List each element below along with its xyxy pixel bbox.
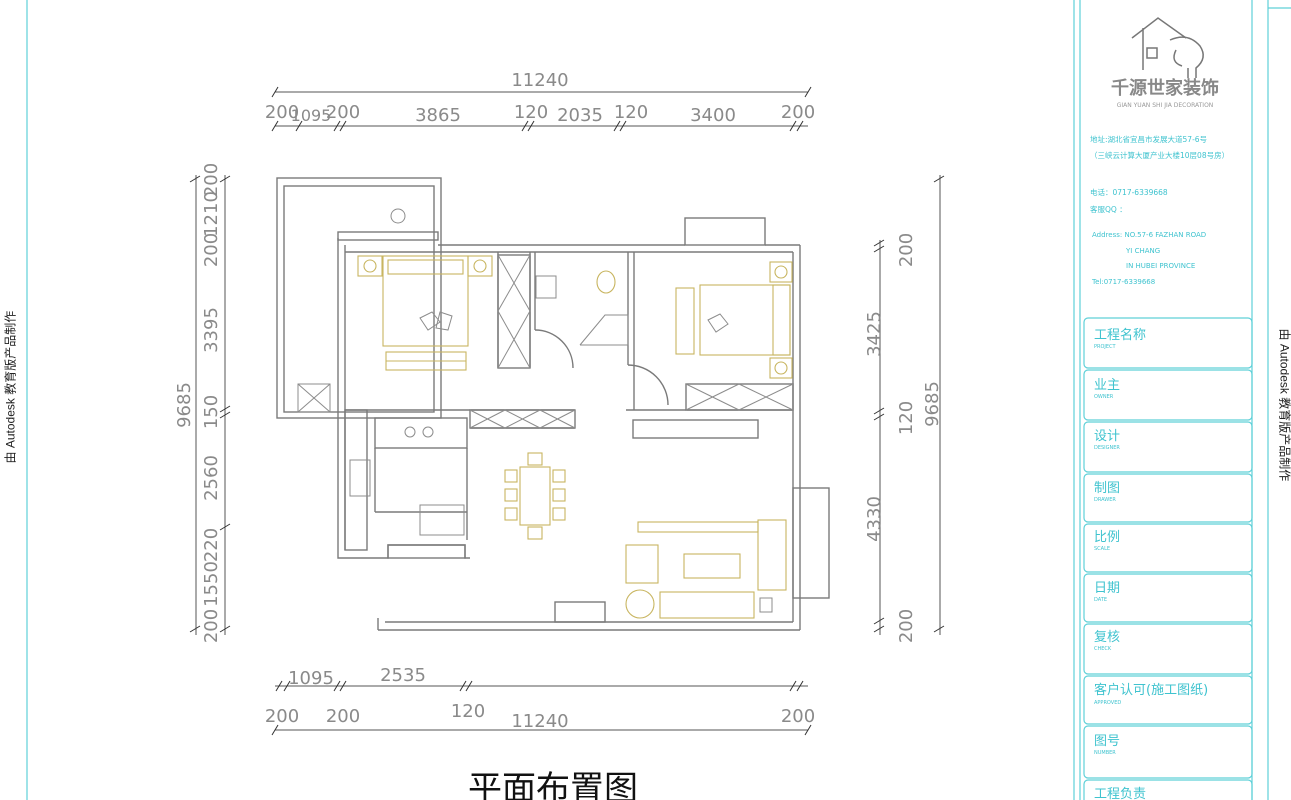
en-address-2: YI CHANG — [1125, 247, 1160, 255]
field-check: 复核 CHECK — [1083, 623, 1253, 675]
svg-text:NUMBER: NUMBER — [1094, 750, 1116, 756]
en-address-3: IN HUBEI PROVINCE — [1126, 262, 1195, 270]
left-seg-6: 2560 — [201, 455, 222, 501]
watermark-left: 由 Autodesk 教育版产品制作 — [3, 310, 18, 464]
address-line-1: 地址:湖北省宜昌市发展大道57-6号 — [1090, 134, 1207, 144]
left-seg-8: 1550 — [201, 561, 222, 607]
top-seg-8: 3400 — [690, 105, 736, 126]
svg-text:OWNER: OWNER — [1094, 394, 1114, 400]
bottom-seg-a: 1095 — [288, 668, 334, 689]
field-scale: 比例 SCALE — [1083, 523, 1253, 573]
second-bed — [699, 284, 791, 356]
company-name-cn: 千源世家装饰 — [1111, 77, 1219, 99]
bottom-seg-b: 2535 — [380, 665, 426, 686]
svg-text:SCALE: SCALE — [1094, 546, 1110, 552]
tv-cabinet — [637, 521, 759, 533]
field-date: 日期 DATE — [1083, 573, 1253, 623]
field-designer: 设计 DESIGNER — [1083, 421, 1253, 473]
svg-text:日期: 日期 — [1094, 581, 1120, 596]
right-seg-2: 3425 — [864, 311, 885, 357]
svg-text:制图: 制图 — [1094, 481, 1120, 496]
right-dimensions: 200 3425 120 9685 4330 200 — [864, 175, 945, 643]
right-seg-1: 200 — [896, 233, 917, 267]
svg-text:客户认可(施工图纸): 客户认可(施工图纸) — [1094, 682, 1208, 698]
top-total-dim: 11240 — [511, 70, 568, 91]
field-engineer: 工程负责 — [1083, 779, 1253, 800]
right-total-dim: 9685 — [922, 381, 943, 427]
top-seg-4: 3865 — [415, 105, 461, 126]
svg-text:PROJECT: PROJECT — [1094, 344, 1117, 350]
field-number: 图号 NUMBER — [1083, 725, 1253, 779]
left-seg-4: 3395 — [201, 307, 222, 353]
phone: 电话：0717-6339668 — [1090, 187, 1168, 197]
title-block: 千源世家装饰 GIAN YUAN SHI JIA DECORATION 地址:湖… — [1073, 0, 1291, 800]
en-address-4: Tel:0717-6339668 — [1091, 278, 1155, 286]
svg-text:设计: 设计 — [1094, 429, 1120, 444]
svg-text:工程名称: 工程名称 — [1094, 327, 1146, 343]
bottom-dimensions: 1095 2535 200 200 120 11240 200 — [265, 665, 815, 736]
balcony — [276, 177, 442, 419]
company-logo-icon — [1131, 17, 1204, 78]
svg-text:比例: 比例 — [1094, 530, 1120, 545]
top-dimensions: 11240 200 1095 200 3865 120 2035 120 340… — [265, 70, 815, 132]
svg-text:DESIGNER: DESIGNER — [1094, 445, 1120, 451]
svg-text:CHECK: CHECK — [1094, 646, 1112, 652]
left-seg-9: 200 — [201, 609, 222, 643]
field-owner: 业主 OWNER — [1083, 369, 1253, 421]
field-project: 工程名称 PROJECT — [1083, 317, 1253, 369]
svg-text:APPROVED: APPROVED — [1094, 700, 1121, 706]
svg-text:工程负责: 工程负责 — [1094, 787, 1146, 800]
company-name-en: GIAN YUAN SHI JIA DECORATION — [1117, 102, 1214, 109]
svg-text:复核: 复核 — [1094, 630, 1120, 645]
field-approved: 客户认可(施工图纸) APPROVED — [1083, 675, 1253, 725]
field-drawer: 制图 DRAWER — [1083, 473, 1253, 523]
top-seg-7: 120 — [614, 102, 648, 123]
address-line-2: （三峡云计算大厦产业大楼10层08号房） — [1090, 150, 1229, 160]
left-seg-7: 220 — [201, 528, 222, 562]
right-seg-4: 4330 — [864, 496, 885, 542]
top-seg-2: 1095 — [291, 106, 332, 125]
left-seg-1: 200 — [201, 163, 222, 197]
sofa — [757, 519, 787, 591]
svg-text:DATE: DATE — [1094, 597, 1107, 603]
left-seg-5: 150 — [201, 395, 222, 429]
master-bed — [382, 255, 469, 347]
top-seg-3: 200 — [326, 102, 360, 123]
bottom-total-dim: 11240 — [511, 711, 568, 732]
right-seg-3: 120 — [896, 401, 917, 435]
left-total-dim: 9685 — [174, 382, 195, 428]
bottom-seg-e: 120 — [451, 701, 485, 722]
bottom-seg-c: 200 — [265, 706, 299, 727]
top-seg-6: 2035 — [557, 105, 603, 126]
left-dimensions: 9685 200 1210 200 3395 150 2560 220 1550… — [174, 163, 231, 643]
watermark-right: 由 Autodesk 教育版产品制作 — [1277, 328, 1291, 482]
bottom-seg-f: 200 — [781, 706, 815, 727]
top-seg-1: 200 — [265, 102, 299, 123]
drawing-title: 平面布置图 — [468, 769, 638, 800]
bottom-seg-d: 200 — [326, 706, 360, 727]
furniture — [357, 255, 793, 619]
right-seg-5: 200 — [896, 609, 917, 643]
left-seg-2: 1210 — [201, 191, 222, 237]
svg-text:业主: 业主 — [1094, 378, 1120, 393]
top-seg-9: 200 — [781, 102, 815, 123]
top-seg-5: 120 — [514, 102, 548, 123]
left-seg-3: 200 — [201, 233, 222, 267]
floor-plan — [276, 177, 830, 631]
dining-table — [519, 466, 551, 526]
svg-text:图号: 图号 — [1094, 734, 1120, 749]
en-address-1: Address: NO.57-6 FAZHAN ROAD — [1092, 231, 1206, 239]
svg-text:DRAWER: DRAWER — [1094, 497, 1116, 503]
qq: 客服QQ ： — [1090, 204, 1127, 214]
